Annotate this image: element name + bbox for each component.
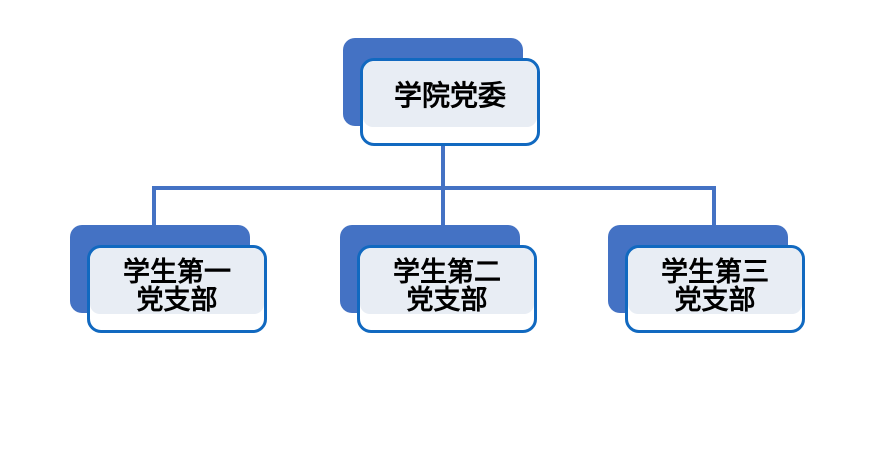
connector-branch-3-drop [712,186,716,236]
node-panel: 学生第三 党支部 [628,248,802,314]
connector-root-stem [441,145,445,190]
connector-horizontal-bus [152,186,716,190]
connector-branch-1-drop [152,186,156,236]
connector-branch-2-drop [441,186,445,236]
node-label: 学生第三 党支部 [661,257,769,316]
node-card: 学生第一 党支部 [87,245,267,333]
node-card: 学院党委 [360,58,540,146]
node-label: 学生第一 党支部 [123,257,231,316]
node-label: 学院党委 [393,78,506,112]
node-label: 学生第二 党支部 [393,257,501,316]
node-panel: 学生第一 党支部 [90,248,264,314]
node-card: 学生第二 党支部 [357,245,537,333]
node-panel: 学院党委 [363,61,537,127]
node-card: 学生第三 党支部 [625,245,805,333]
node-panel: 学生第二 党支部 [360,248,534,314]
